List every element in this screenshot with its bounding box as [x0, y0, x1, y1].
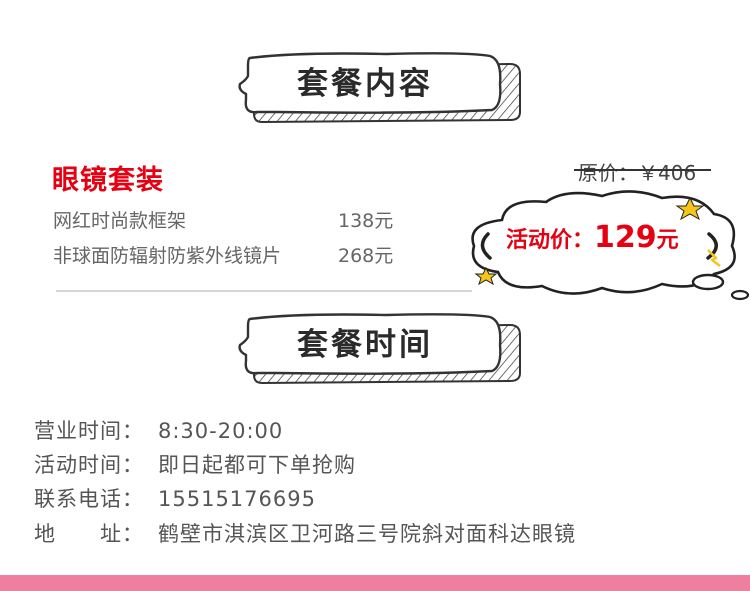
activity-price-label: 活动价：: [506, 228, 595, 253]
package-item: 非球面防辐射防紫外线镜片 268元: [53, 243, 413, 269]
package-item-name: 非球面防辐射防紫外线镜片: [53, 245, 282, 267]
section-title-content: 套餐内容: [297, 66, 433, 102]
package-title: 眼镜套装: [52, 165, 164, 196]
strikethrough-line: [574, 169, 711, 171]
info-row-phone: 联系电话： 15515176695: [34, 484, 316, 514]
original-price-text: 原价：￥406: [578, 161, 697, 185]
section-banner-time: 套餐时间: [236, 311, 536, 385]
original-price: 原价：￥406: [574, 157, 711, 186]
info-value: 15515176695: [158, 487, 316, 511]
activity-price-amount: 129: [594, 220, 657, 255]
activity-price: 活动价：129元: [506, 220, 679, 255]
package-item-price: 138元: [338, 210, 394, 232]
package-item: 网红时尚款框架 138元: [53, 208, 413, 234]
info-row-address: 地 址： 鹤壁市淇滨区卫河路三号院斜对面科达眼镜: [34, 519, 576, 549]
section-banner-content: 套餐内容: [236, 50, 536, 124]
package-item-price: 268元: [338, 245, 394, 267]
section-divider: [56, 290, 472, 292]
hand-drawn-banner-frame: [238, 52, 521, 124]
info-label: 营业时间：: [34, 419, 144, 443]
info-value: 即日起都可下单抢购: [158, 453, 356, 477]
section-title-time: 套餐时间: [297, 327, 433, 363]
info-label: 联系电话：: [34, 487, 144, 511]
info-value: 8:30-20:00: [158, 419, 284, 443]
info-label: 地 址：: [34, 522, 144, 546]
activity-price-cloud: 活动价：129元: [462, 188, 750, 303]
info-row-activity-time: 活动时间： 即日起都可下单抢购: [34, 450, 356, 480]
info-row-hours: 营业时间： 8:30-20:00: [34, 416, 283, 446]
package-item-name: 网红时尚款框架: [53, 210, 187, 232]
bottom-color-bar: [0, 575, 750, 591]
activity-price-unit: 元: [656, 228, 679, 253]
hand-drawn-banner-frame: [238, 313, 521, 385]
info-label: 活动时间：: [34, 453, 144, 477]
info-value: 鹤壁市淇滨区卫河路三号院斜对面科达眼镜: [158, 522, 576, 546]
cloud-bubble-icon: [471, 190, 750, 301]
